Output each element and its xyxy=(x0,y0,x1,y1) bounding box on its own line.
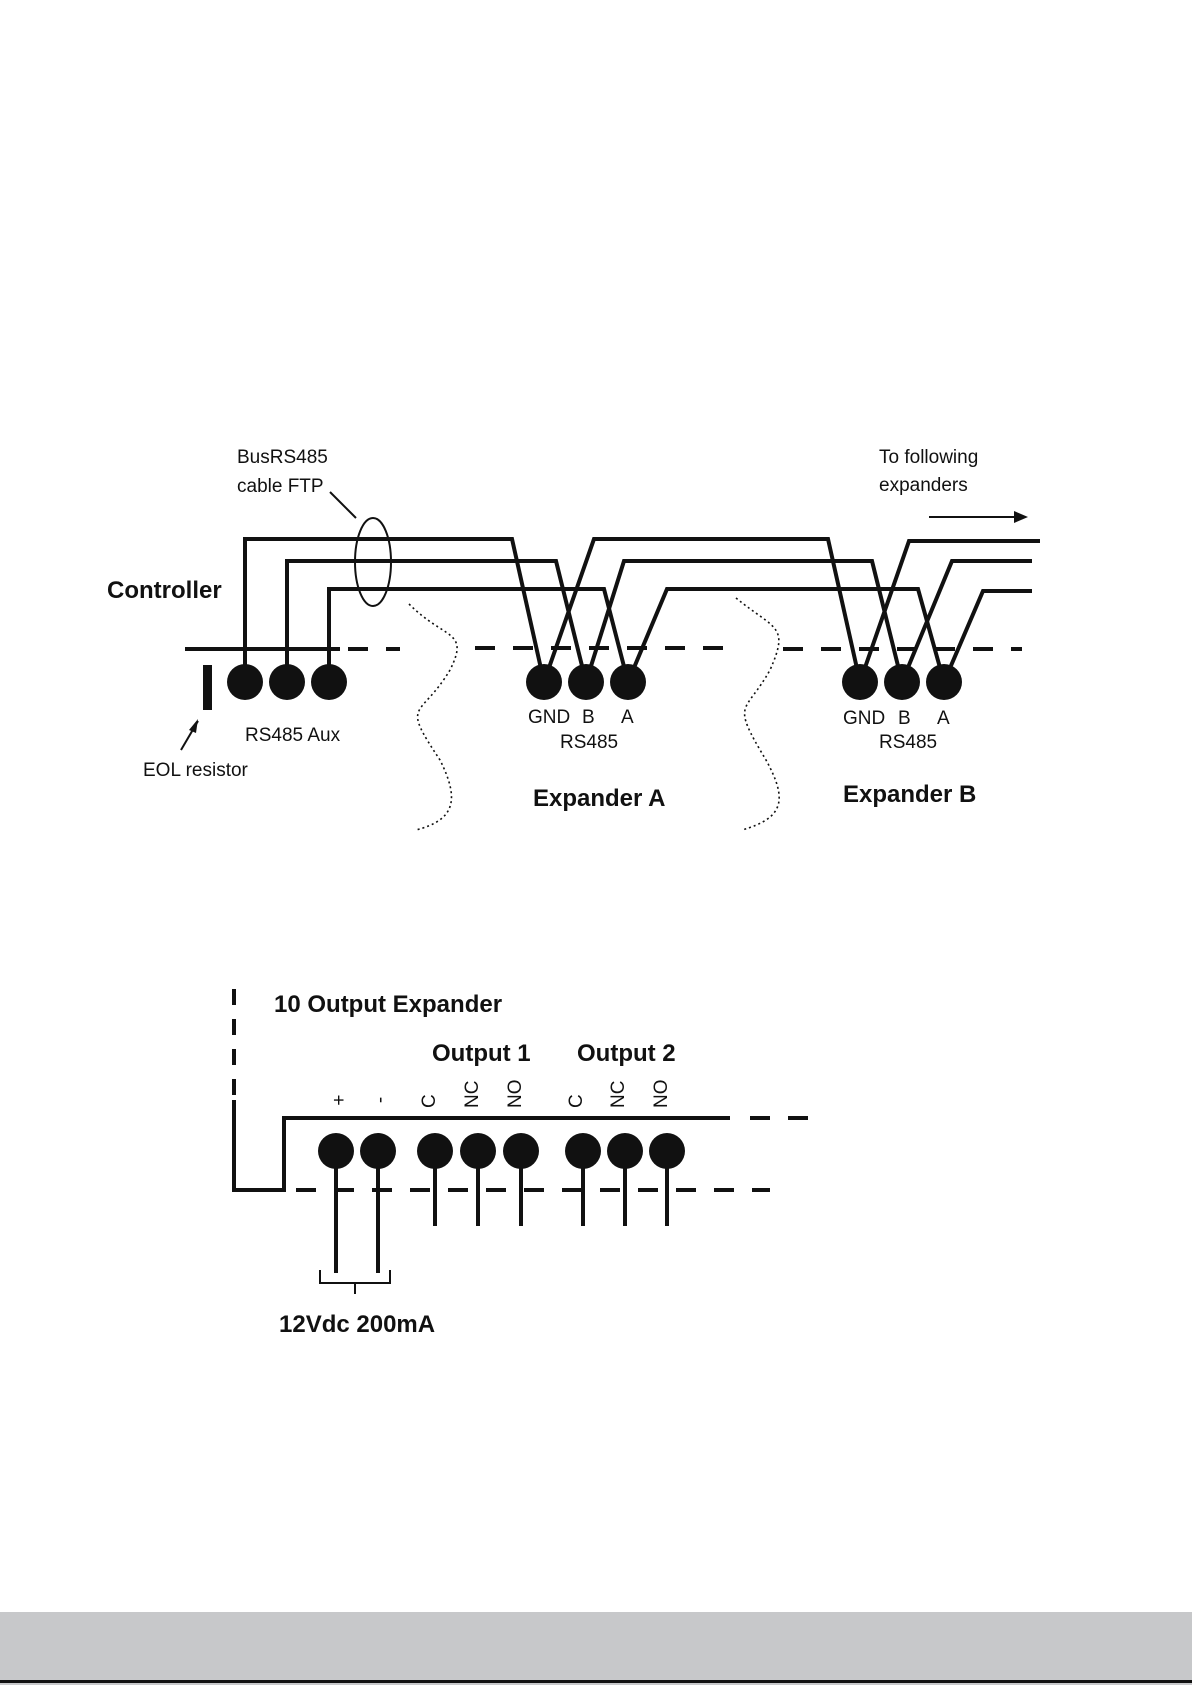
expander-a-terminal-gnd xyxy=(526,664,562,700)
output2-label: Output 2 xyxy=(577,1040,676,1067)
rs485-aux-label: RS485 Aux xyxy=(245,725,341,746)
power-spec-label: 12Vdc 200mA xyxy=(279,1311,435,1338)
expander-b-terminal-b xyxy=(884,664,920,700)
following-expanders-label-line1: To following xyxy=(879,447,978,468)
output2-no-label: NO xyxy=(651,1080,672,1109)
expander-b-b-label: B xyxy=(898,708,911,729)
expander-b-rs485-label: RS485 xyxy=(879,732,937,753)
terminal-minus xyxy=(360,1133,396,1169)
terminal-output2-no xyxy=(649,1133,685,1169)
controller-label: Controller xyxy=(107,577,222,604)
separator-controller-a xyxy=(409,604,457,830)
terminal-output1-c xyxy=(417,1133,453,1169)
wire-a-b-onward xyxy=(944,591,1032,682)
rs485-bus-diagram: BusRS485 cable FTP To following expander… xyxy=(107,447,1040,830)
expander-b-terminal-gnd xyxy=(842,664,878,700)
plus-label: + xyxy=(329,1094,350,1105)
expander-b-a-label: A xyxy=(937,708,950,729)
terminal-output1-nc xyxy=(460,1133,496,1169)
expander-a-a-label: A xyxy=(621,707,634,728)
output2-c-label: C xyxy=(566,1094,587,1108)
output1-nc-label: NC xyxy=(462,1081,483,1108)
page-footer-rule xyxy=(0,1680,1192,1683)
terminal-output2-nc xyxy=(607,1133,643,1169)
bus-cable-label-line2: cable FTP xyxy=(237,476,324,497)
eol-resistor-label: EOL resistor xyxy=(143,760,249,781)
expander-a-title: Expander A xyxy=(533,785,665,812)
wire-b-b-onward xyxy=(902,561,1032,682)
output2-nc-label: NC xyxy=(608,1081,629,1108)
expander-b-gnd-label: GND xyxy=(843,708,885,729)
output1-no-label: NO xyxy=(505,1080,526,1109)
output-expander-diagram: 10 Output Expander Output 1 Output 2 + -… xyxy=(234,989,825,1338)
eol-pointer-head xyxy=(189,719,198,733)
bus-cable-label-line1: BusRS485 xyxy=(237,447,328,468)
expander-b-terminal-a xyxy=(926,664,962,700)
separator-a-b xyxy=(736,598,779,830)
output1-c-label: C xyxy=(419,1094,440,1108)
expander-a-gnd-label: GND xyxy=(528,707,570,728)
bus-cable-pointer-line xyxy=(330,492,356,518)
expander-b-title: Expander B xyxy=(843,781,976,808)
expander-a-terminal-b xyxy=(568,664,604,700)
following-expanders-label-line2: expanders xyxy=(879,475,968,496)
minus-label: - xyxy=(370,1097,391,1103)
output1-label: Output 1 xyxy=(432,1040,531,1067)
terminal-output1-no xyxy=(503,1133,539,1169)
expander-a-b-label: B xyxy=(582,707,595,728)
terminal-output2-c xyxy=(565,1133,601,1169)
output-expander-title: 10 Output Expander xyxy=(274,991,502,1018)
page-footer-band xyxy=(0,1612,1192,1685)
terminal-plus xyxy=(318,1133,354,1169)
expander-a-rs485-label: RS485 xyxy=(560,732,618,753)
eol-resistor xyxy=(203,665,212,710)
following-arrow-head xyxy=(1014,511,1028,523)
expander-a-terminal-a xyxy=(610,664,646,700)
